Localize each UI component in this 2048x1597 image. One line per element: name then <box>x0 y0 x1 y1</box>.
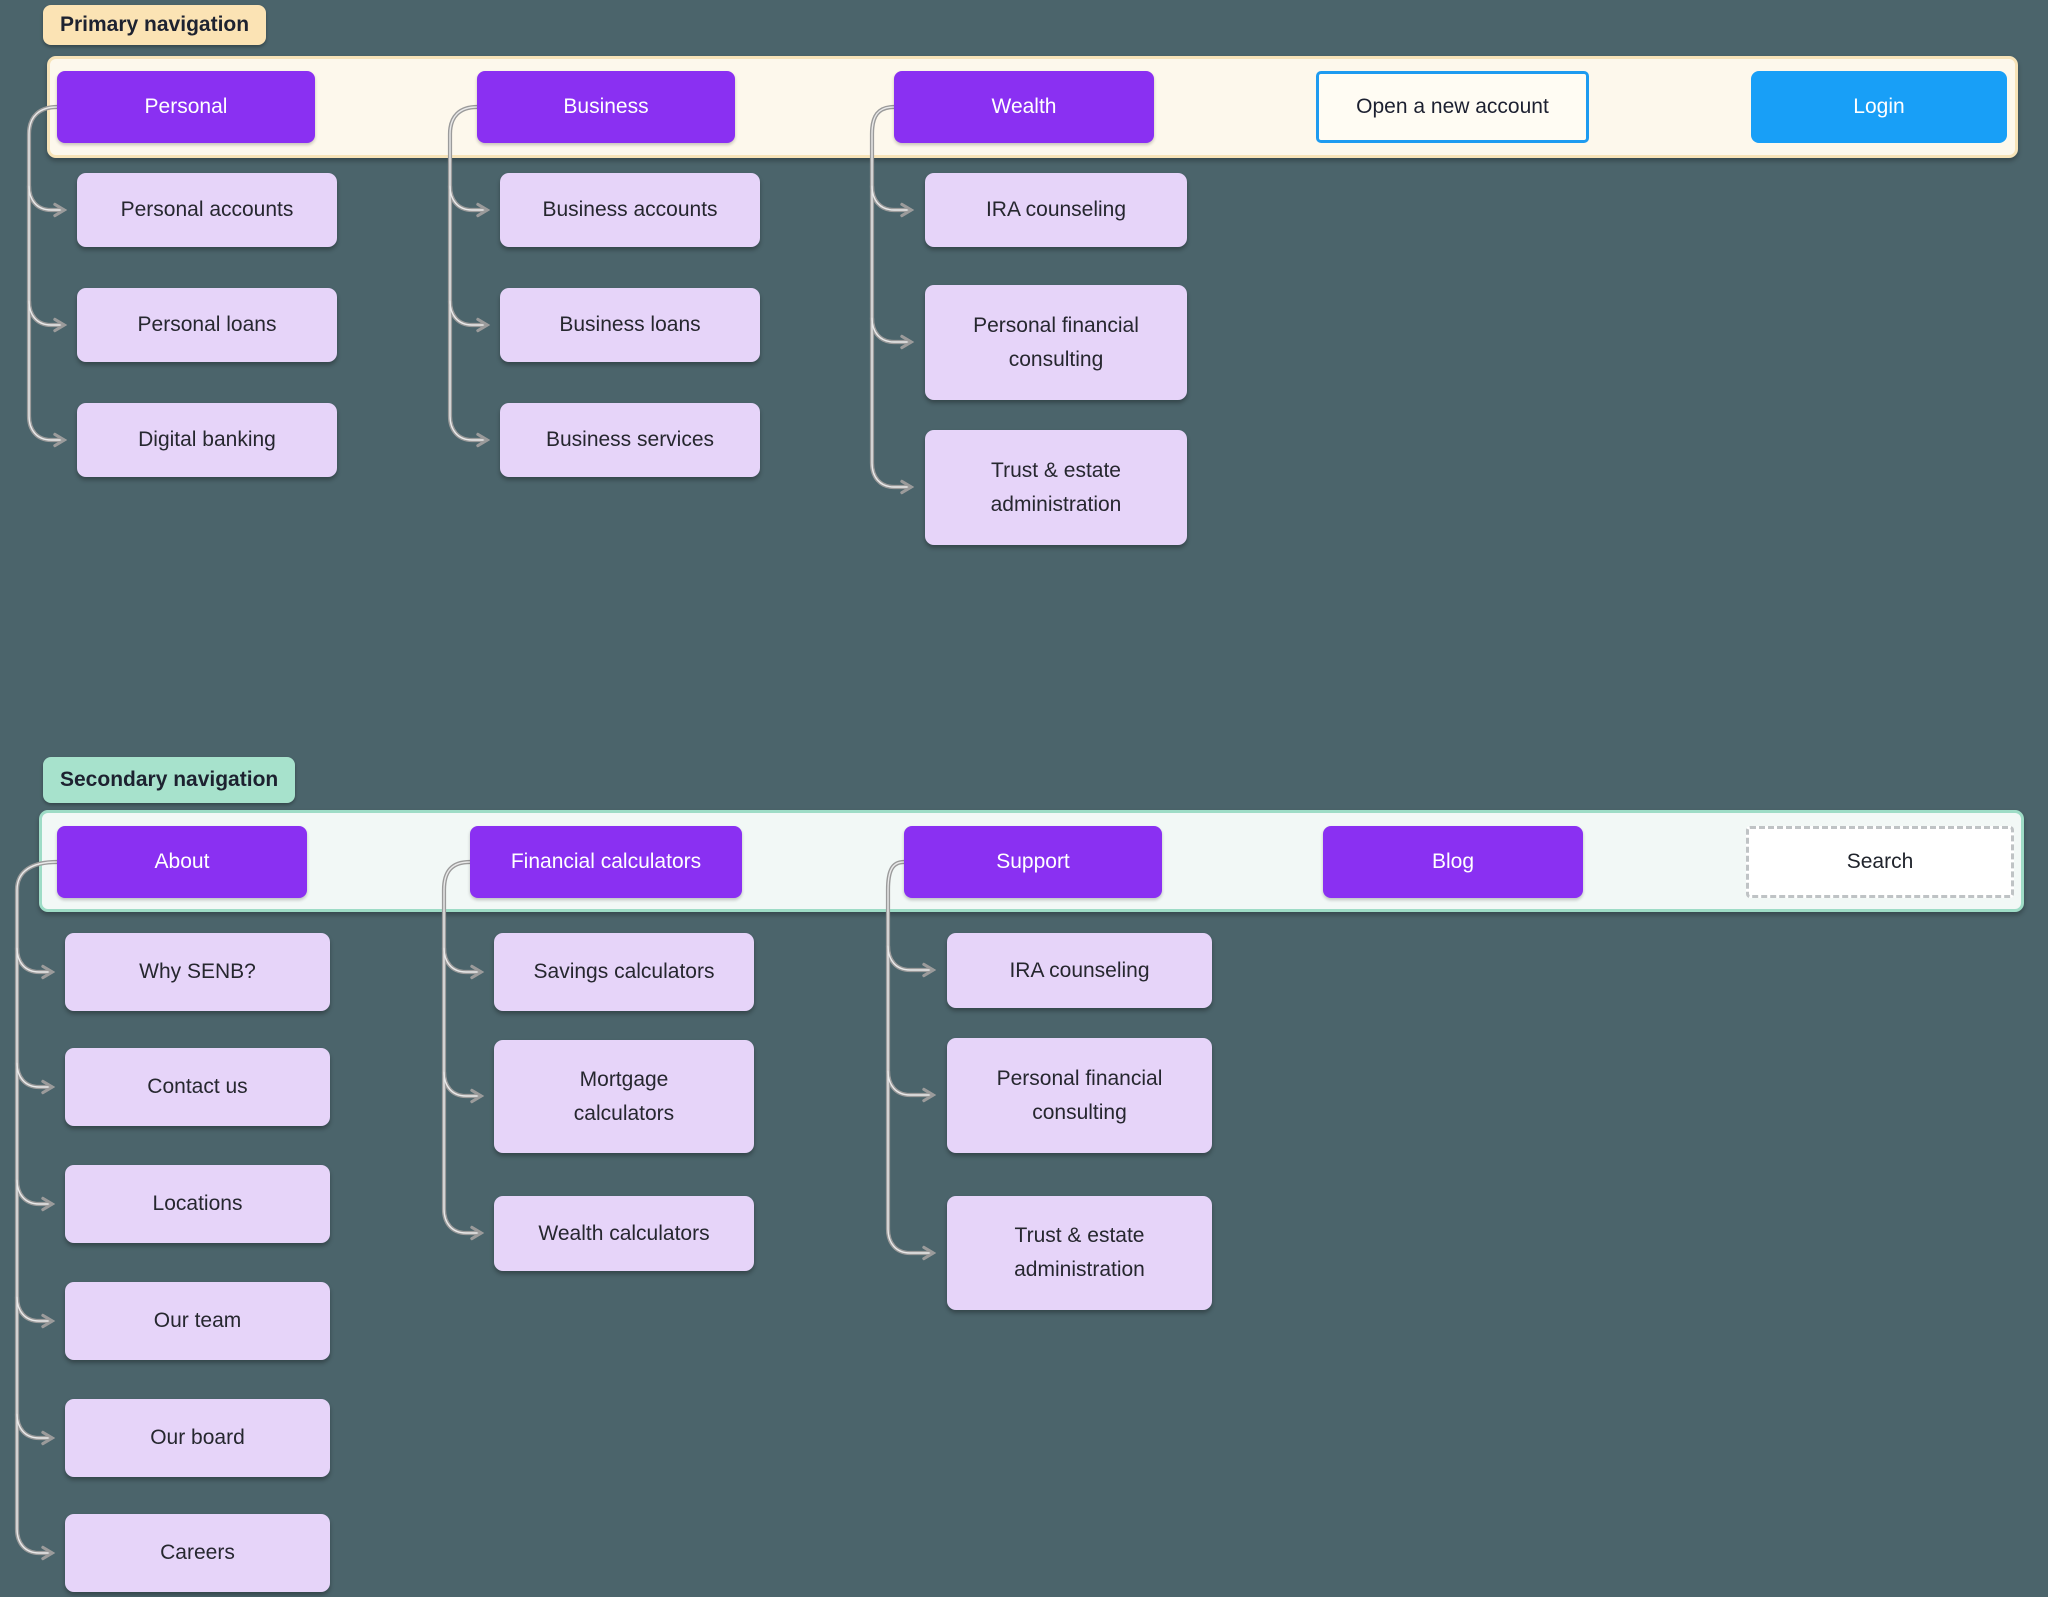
node-ira-counseling-primary[interactable]: IRA counseling <box>925 173 1187 247</box>
nav-item-about[interactable]: About <box>57 826 307 898</box>
node-our-team[interactable]: Our team <box>65 1282 330 1360</box>
primary-section-label: Primary navigation <box>43 5 267 45</box>
node-our-board[interactable]: Our board <box>65 1399 330 1477</box>
node-digital-banking[interactable]: Digital banking <box>77 403 337 477</box>
nav-item-wealth[interactable]: Wealth <box>894 71 1154 143</box>
node-contact-us[interactable]: Contact us <box>65 1048 330 1126</box>
nav-item-financial-calculators[interactable]: Financial calculators <box>470 826 742 898</box>
nav-item-blog[interactable]: Blog <box>1323 826 1583 898</box>
node-locations[interactable]: Locations <box>65 1165 330 1243</box>
node-business-services[interactable]: Business services <box>500 403 760 477</box>
login-button[interactable]: Login <box>1751 71 2007 143</box>
nav-item-business[interactable]: Business <box>477 71 735 143</box>
node-business-accounts[interactable]: Business accounts <box>500 173 760 247</box>
search-button[interactable]: Search <box>1746 826 2014 898</box>
node-trust-estate-administration-primary[interactable]: Trust & estate administration <box>925 430 1187 545</box>
node-personal-loans[interactable]: Personal loans <box>77 288 337 362</box>
node-personal-financial-consulting-secondary[interactable]: Personal financial consulting <box>947 1038 1212 1153</box>
node-personal-accounts[interactable]: Personal accounts <box>77 173 337 247</box>
nav-item-personal[interactable]: Personal <box>57 71 315 143</box>
open-new-account-button[interactable]: Open a new account <box>1316 71 1589 143</box>
node-wealth-calculators[interactable]: Wealth calculators <box>494 1196 754 1271</box>
node-mortgage-calculators[interactable]: Mortgage calculators <box>494 1040 754 1153</box>
node-savings-calculators[interactable]: Savings calculators <box>494 933 754 1011</box>
node-business-loans[interactable]: Business loans <box>500 288 760 362</box>
node-trust-estate-administration-secondary[interactable]: Trust & estate administration <box>947 1196 1212 1310</box>
node-why-senb[interactable]: Why SENB? <box>65 933 330 1011</box>
node-ira-counseling-secondary[interactable]: IRA counseling <box>947 933 1212 1008</box>
node-careers[interactable]: Careers <box>65 1514 330 1592</box>
nav-item-support[interactable]: Support <box>904 826 1162 898</box>
node-personal-financial-consulting-primary[interactable]: Personal financial consulting <box>925 285 1187 400</box>
secondary-section-label: Secondary navigation <box>43 757 296 803</box>
